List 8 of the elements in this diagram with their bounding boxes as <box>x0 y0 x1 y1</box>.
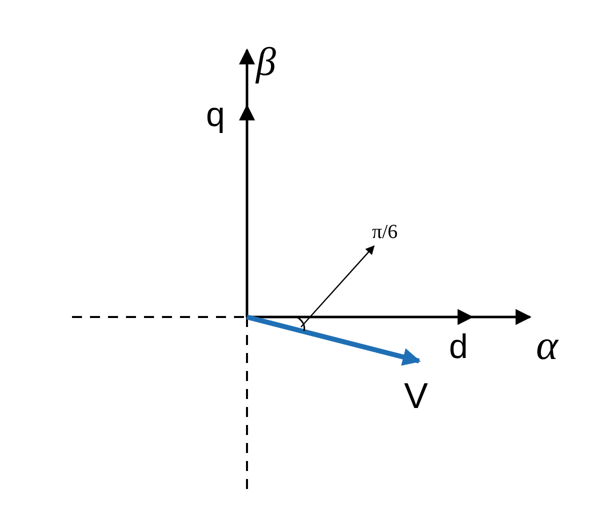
axis-label: q <box>206 98 225 132</box>
axis-label: α <box>536 325 558 367</box>
vector-label: V <box>404 378 428 414</box>
axis-label: d <box>449 330 468 364</box>
leader-line <box>300 245 375 328</box>
angle-arc <box>296 316 306 332</box>
axis-label: β <box>256 42 276 82</box>
angle-label: π/6 <box>372 222 398 242</box>
